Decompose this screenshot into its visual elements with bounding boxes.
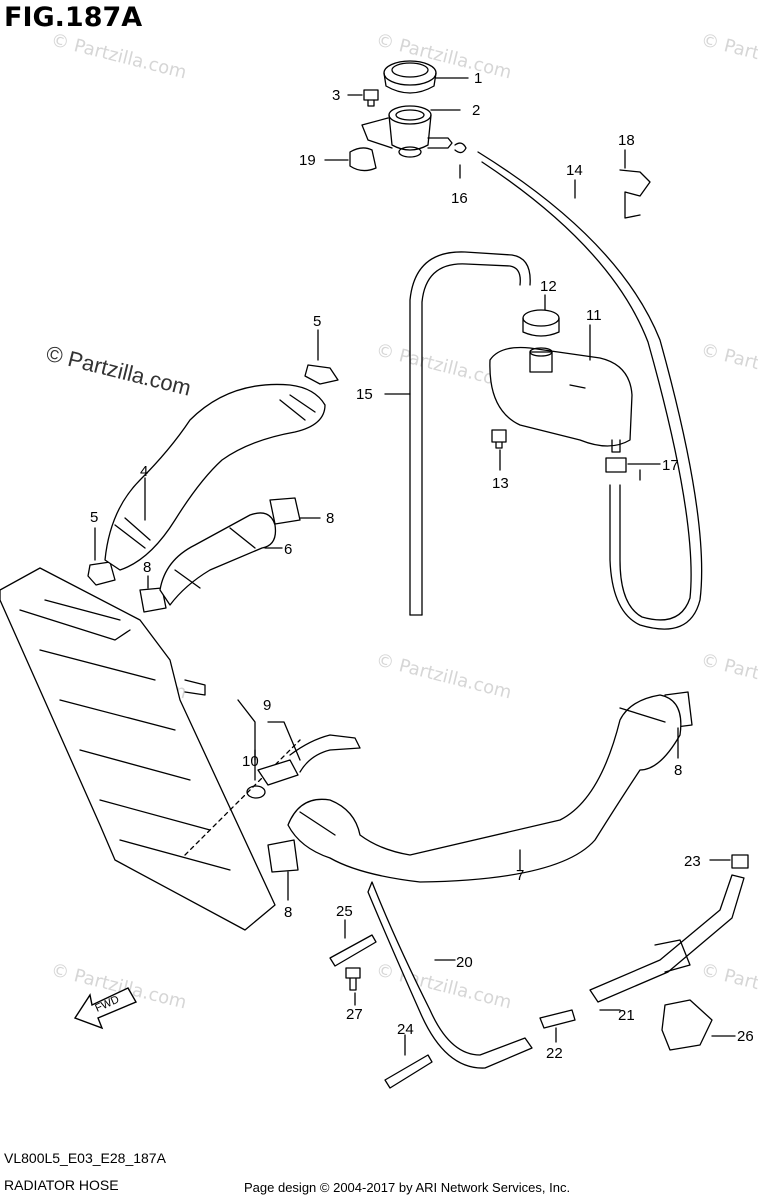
hose-15: [409, 251, 531, 616]
watermark: © Partzilla.com: [374, 649, 514, 703]
callout-10: 10: [242, 753, 259, 770]
callout-16: 16: [451, 190, 468, 207]
callout-12: 12: [540, 278, 557, 295]
callout-6: 6: [284, 541, 292, 558]
callout-1: 1: [474, 70, 482, 87]
page-credit: Page design © 2004-2017 by ARI Network S…: [244, 1180, 571, 1195]
watermark: © Partzilla.com: [699, 649, 758, 703]
callout-17: 17: [662, 457, 679, 474]
callout-15: 15: [356, 386, 373, 403]
callout-14: 14: [566, 162, 583, 179]
callout-24: 24: [397, 1021, 414, 1038]
callout-11: 11: [586, 307, 602, 324]
callout-8: 8: [143, 559, 151, 576]
reservoir-tank: [489, 346, 633, 453]
callout-2: 2: [472, 102, 480, 119]
callout-22: 22: [546, 1045, 563, 1062]
clip-23: [731, 854, 749, 869]
callout-27: 27: [346, 1006, 363, 1023]
clamp-8-b: [139, 587, 167, 613]
pipe-21: [589, 874, 745, 1003]
fwd-arrow: FWD: [73, 987, 137, 1030]
callout-8: 8: [284, 904, 292, 921]
bolt-27: [345, 967, 361, 991]
clamp-5-lower: [87, 561, 116, 586]
callout-4: 4: [140, 463, 148, 480]
callout-8: 8: [326, 510, 334, 527]
leader-lines: [94, 77, 736, 1056]
callout-26: 26: [737, 1028, 754, 1045]
radiator-cap: [383, 60, 437, 94]
watermark: © Partzilla.com: [374, 959, 514, 1013]
tie-24: [384, 1054, 433, 1089]
callout-7: 7: [516, 867, 524, 884]
hose-14: [477, 151, 703, 630]
watermark: © Partzilla.com: [699, 959, 758, 1013]
clamp-17: [605, 457, 627, 473]
watermark: © Partzilla.com: [699, 29, 758, 83]
callout-5: 5: [90, 509, 98, 526]
hose-7: [287, 694, 682, 883]
reservoir-cap: [522, 309, 560, 337]
leader-dashed: [184, 739, 301, 856]
radiator: [0, 567, 276, 931]
watermark: © Partzilla.com: [49, 29, 189, 83]
clamp-19: [349, 147, 377, 172]
clip-18: [619, 169, 651, 219]
callout-8: 8: [674, 762, 682, 779]
figure-title: FIG.187A: [4, 2, 143, 33]
callout-25: 25: [336, 903, 353, 920]
clamp-5-upper: [304, 364, 339, 385]
watermark: © Partzilla.com: [699, 339, 758, 393]
clamp-16: [454, 142, 467, 154]
callout-19: 19: [299, 152, 316, 169]
callout-13: 13: [492, 475, 509, 492]
callouts: 1 2 3 4 5 5 6 7 8 8 8 8 9 10 11 12 13 14…: [90, 70, 754, 1062]
callout-21: 21: [618, 1007, 635, 1024]
callout-23: 23: [684, 853, 701, 870]
diagram-subtitle: RADIATOR HOSE: [4, 1177, 119, 1193]
clamp-8-a: [269, 497, 301, 525]
callout-20: 20: [456, 954, 473, 971]
clamp-8-d: [267, 839, 299, 873]
filler-neck: [361, 105, 453, 158]
bolt-3: [363, 89, 379, 107]
hose-20: [367, 881, 533, 1069]
callout-9: 9: [263, 697, 271, 714]
fitting-22: [539, 1009, 576, 1029]
watermark-dark: © Partzilla.com: [44, 341, 194, 401]
callout-3: 3: [332, 87, 340, 104]
diagram-code: VL800L5_E03_E28_187A: [4, 1150, 166, 1166]
hose-6: [159, 512, 277, 606]
bolt-13: [491, 429, 507, 449]
temp-sensor: [246, 734, 361, 799]
callout-5: 5: [313, 313, 321, 330]
hose-4: [104, 383, 326, 571]
callout-18: 18: [618, 132, 635, 149]
clamp-26: [661, 999, 713, 1051]
tie-25: [329, 934, 377, 967]
